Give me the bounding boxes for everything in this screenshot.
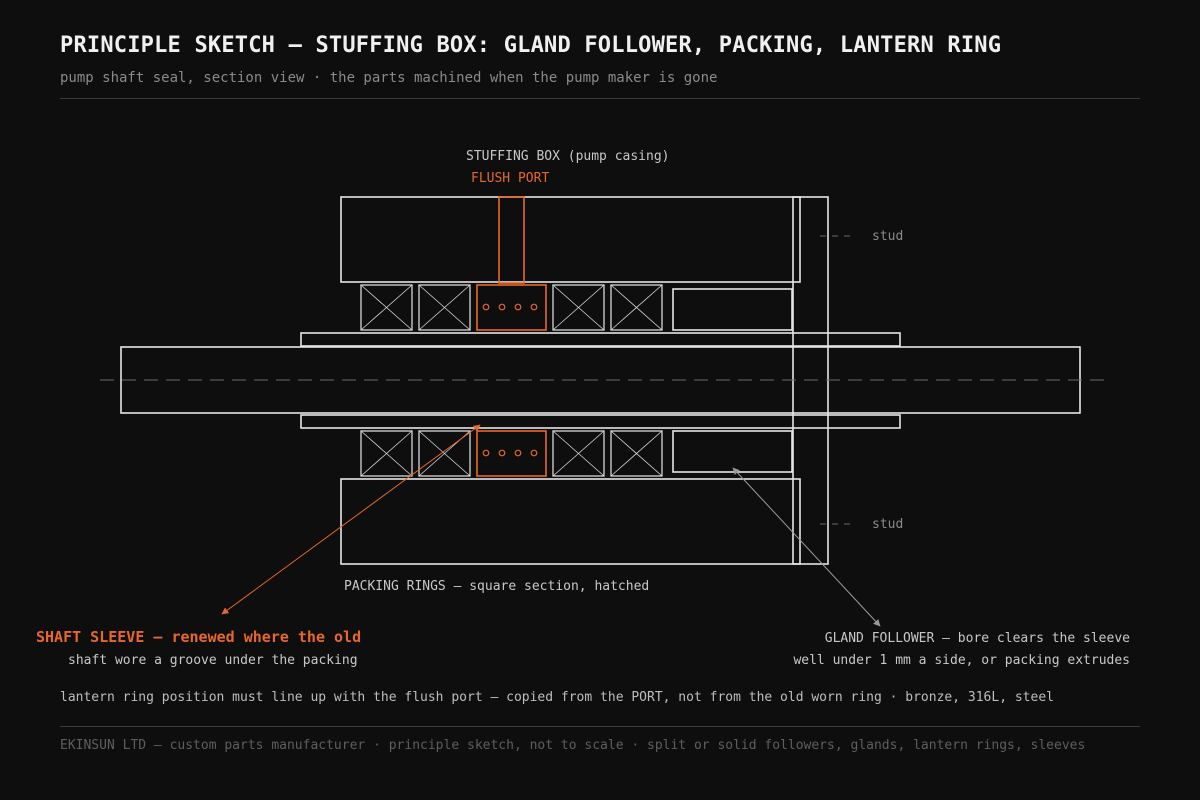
gland-follower-leader — [732, 467, 881, 627]
packing-ring — [552, 284, 605, 331]
gland-follower-nose-bottom — [672, 430, 793, 473]
gland-follower-callout-title: GLAND FOLLOWER — bore clears the sleeve — [825, 631, 1130, 646]
shaft-sleeve-callout-title: SHAFT SLEEVE — renewed where the old — [36, 628, 361, 646]
footer-text: EKINSUN LTD — custom parts manufacturer … — [60, 738, 1086, 753]
packing-ring — [610, 430, 663, 477]
packing-ring — [360, 284, 413, 331]
lantern-ring-top — [476, 284, 547, 331]
shaft-sleeve-bottom — [300, 414, 901, 429]
packing-ring — [610, 284, 663, 331]
packing-ring — [552, 430, 605, 477]
shaft-sleeve-leader — [221, 424, 481, 615]
header-divider — [60, 98, 1140, 99]
page-title: PRINCIPLE SKETCH — STUFFING BOX: GLAND F… — [60, 33, 1002, 58]
stuffing-box-casing-top — [340, 196, 801, 283]
flush-port — [498, 196, 525, 284]
packing-ring — [360, 430, 413, 477]
gland-follower-callout-desc: well under 1 mm a side, or packing extru… — [793, 653, 1130, 668]
shaft-sleeve-callout-desc: shaft wore a groove under the packing — [68, 653, 358, 668]
packing-rings-label: PACKING RINGS — square section, hatched — [344, 579, 649, 594]
stud-label-bottom: stud — [872, 517, 903, 532]
footer-divider — [60, 726, 1140, 727]
stuffing-box-casing-bottom — [340, 478, 801, 565]
lantern-ring-bottom — [476, 430, 547, 477]
page-subtitle: pump shaft seal, section view · the part… — [60, 70, 718, 86]
flush-port-label: FLUSH PORT — [471, 171, 549, 186]
lantern-ring-note: lantern ring position must line up with … — [60, 690, 1054, 705]
shaft-sleeve-top — [300, 332, 901, 347]
stud-label-top: stud — [872, 229, 903, 244]
gland-follower-nose-top — [672, 288, 793, 331]
stuffing-box-label: STUFFING BOX (pump casing) — [466, 149, 670, 164]
packing-ring — [418, 284, 471, 331]
